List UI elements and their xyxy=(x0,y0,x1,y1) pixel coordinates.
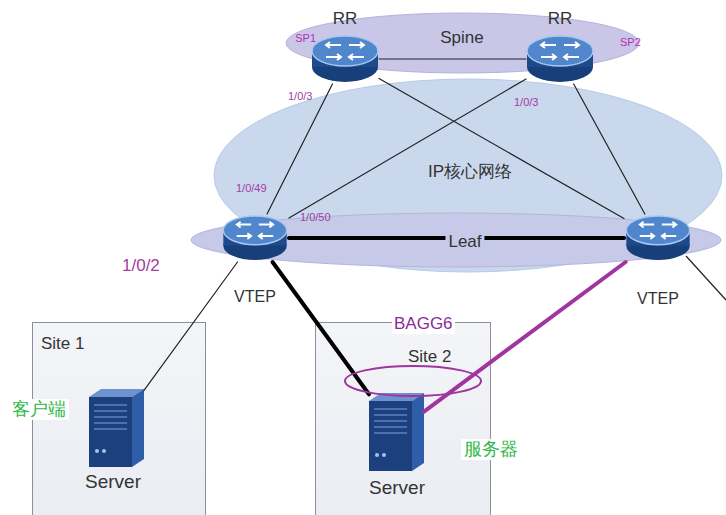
server-icon-label: 服务器 xyxy=(461,439,521,460)
server-icon-label: 客户端 xyxy=(9,399,69,420)
site-box: Site 2 服务器Server xyxy=(315,322,491,515)
shape-line xyxy=(374,408,407,410)
rr-switch-caption: SP2 xyxy=(620,36,641,49)
shape-path xyxy=(326,42,364,60)
port-label: 1/0/49 xyxy=(236,182,267,195)
spine-band-label: Spine xyxy=(440,28,483,48)
shape-line xyxy=(374,420,407,422)
shape-ellipse xyxy=(527,36,593,66)
shape-path xyxy=(640,222,676,239)
leaf-band-label: Leaf xyxy=(445,232,484,252)
port-label: 1/0/3 xyxy=(288,90,312,103)
shape-circle xyxy=(102,449,106,453)
server-icon-caption: Server xyxy=(369,477,425,499)
port-label: 1/0/2 xyxy=(122,256,160,276)
shape-line xyxy=(374,414,407,416)
vtep-switch: VTEP xyxy=(221,214,289,262)
shape-line xyxy=(94,410,127,412)
server-icon: 客户端Server xyxy=(89,389,144,467)
uplink-wire xyxy=(686,256,726,300)
shape-path xyxy=(541,42,579,60)
rr-switch: RRSP2 xyxy=(526,34,594,84)
server-icon: 服务器Server xyxy=(369,393,424,471)
shape-line xyxy=(374,432,407,434)
spine-band: Spine RR SP1 RR SP2 xyxy=(285,12,640,74)
shape-ellipse xyxy=(223,216,286,245)
site-box-label: Site 2 xyxy=(408,347,451,367)
shape-circle xyxy=(375,453,379,457)
shape-svg xyxy=(89,389,144,467)
shape-line xyxy=(374,426,407,428)
shape-svg xyxy=(311,34,379,84)
aggregation-label: BAGG6 xyxy=(392,314,455,334)
port-label: 1/0/50 xyxy=(300,211,331,224)
shape-ellipse xyxy=(191,213,721,267)
shape-circle xyxy=(95,449,99,453)
rr-switch-caption: SP1 xyxy=(295,32,316,45)
ip-core-cloud-label: IP核心网络 xyxy=(428,162,512,182)
shape-line xyxy=(94,422,127,424)
rr-switch-label: RR xyxy=(548,9,573,29)
shape-svg xyxy=(624,214,692,262)
site-box-label: Site 1 xyxy=(41,334,84,354)
vtep-switch: VTEP xyxy=(624,214,692,262)
shape-ellipse xyxy=(312,36,378,66)
shape-rect xyxy=(89,397,132,467)
rr-switch-label: RR xyxy=(333,9,358,29)
leaf-band: Leaf VTEP VTEP xyxy=(190,212,722,268)
shape-line xyxy=(94,428,127,430)
shape-polygon xyxy=(412,393,424,471)
shape-path xyxy=(237,222,273,239)
shape-svg xyxy=(221,214,289,262)
site-box: Site 1 客户端Server xyxy=(32,322,206,515)
server-icon-caption: Server xyxy=(85,471,141,493)
shape-svg xyxy=(526,34,594,84)
vtep-switch-label: VTEP xyxy=(234,288,276,306)
shape-polygon xyxy=(132,389,144,467)
rr-switch: RRSP1 xyxy=(311,34,379,84)
shape-rect xyxy=(369,401,412,471)
shape-ellipse xyxy=(626,216,689,245)
shape-line xyxy=(94,404,127,406)
shape-line xyxy=(94,416,127,418)
port-label: 1/0/3 xyxy=(514,96,538,109)
shape-svg xyxy=(369,393,424,471)
vtep-switch-label: VTEP xyxy=(637,290,679,308)
shape-circle xyxy=(382,453,386,457)
